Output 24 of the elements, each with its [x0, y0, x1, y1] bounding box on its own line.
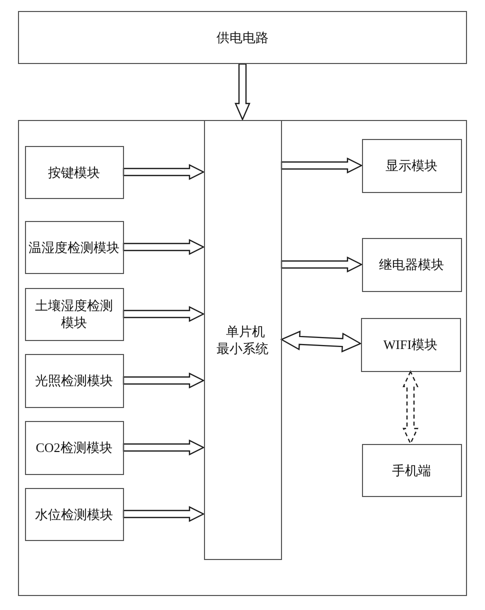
block-arrow — [280, 256, 363, 272]
module-box: WIFI模块 — [360, 318, 460, 372]
module-box: CO2检测模块 — [24, 420, 124, 474]
block-arrow — [122, 164, 205, 180]
block-arrow — [122, 239, 205, 255]
mcu-box: 单片机最小系统 — [204, 120, 282, 560]
block-arrow — [122, 440, 205, 456]
module-box: 按键模块 — [24, 146, 124, 198]
module-box: 继电器模块 — [362, 238, 462, 292]
block-arrow — [122, 372, 205, 388]
block-arrow — [280, 158, 363, 174]
module-box: 光照检测模块 — [24, 354, 124, 408]
block-arrow — [234, 63, 250, 121]
system-frame — [18, 120, 467, 596]
module-box: 显示模块 — [362, 138, 462, 192]
module-box: 水位检测模块 — [24, 488, 124, 540]
phone-box: 手机端 — [362, 444, 462, 496]
double-block-arrow — [280, 330, 362, 353]
dashed-double-block-arrow — [402, 370, 418, 445]
block-arrow — [122, 306, 205, 322]
module-box: 土壤湿度检测模块 — [24, 288, 124, 340]
block-arrow — [122, 506, 205, 522]
power-supply-box: 供电电路 — [18, 11, 467, 64]
module-box: 温湿度检测模块 — [24, 220, 124, 274]
